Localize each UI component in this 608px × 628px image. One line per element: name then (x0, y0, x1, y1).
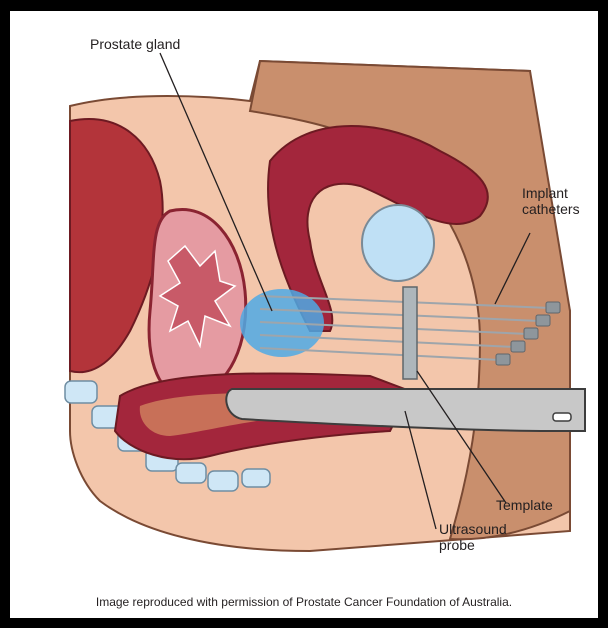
implant-catheters-label: Implant catheters (522, 185, 602, 217)
testis (362, 205, 434, 281)
implant-catheters-label-line1: Implant (522, 185, 602, 201)
template-label: Template (496, 497, 553, 513)
template-plate (403, 287, 417, 379)
ultrasound-probe-label-line1: Ultrasound (439, 521, 529, 537)
image-credit: Image reproduced with permission of Pros… (10, 595, 598, 609)
implant-catheters-label-line2: catheters (522, 201, 602, 217)
diagram-panel: Prostate gland Implant catheters Templat… (10, 11, 598, 618)
ultrasound-probe-label: Ultrasound probe (439, 521, 529, 553)
ultrasound-probe-label-line2: probe (439, 537, 529, 553)
probe-handle-icon (553, 413, 571, 421)
prostate-gland-label: Prostate gland (90, 36, 180, 52)
